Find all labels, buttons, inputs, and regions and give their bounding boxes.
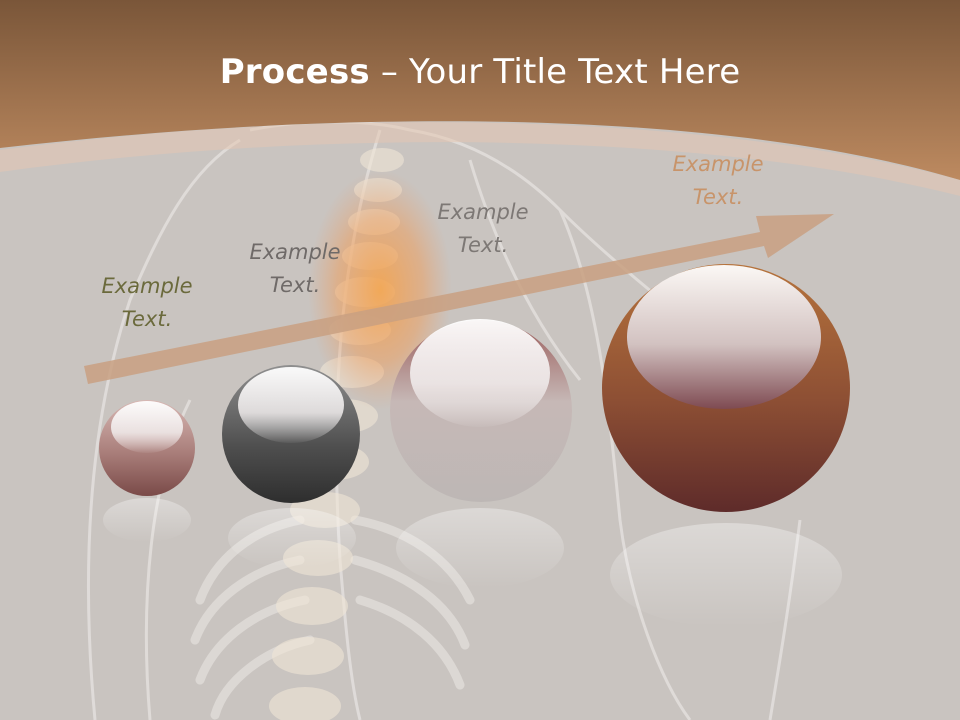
header-band [0, 0, 960, 180]
step-1-label: Example Text. [101, 274, 193, 331]
step-4-label: Example Text. [672, 152, 764, 209]
step-2-label: Example Text. [249, 240, 341, 297]
title-rest: – Your Title Text Here [369, 52, 741, 92]
sphere-4 [602, 264, 850, 512]
sphere-reflections [103, 498, 842, 627]
title-bold: Process [219, 52, 370, 92]
slide-title: Process – Your Title Text Here [0, 52, 960, 92]
header-swoosh [0, 122, 960, 196]
sphere-3 [390, 319, 572, 502]
sphere-1 [99, 400, 195, 496]
sphere-2 [222, 365, 360, 503]
step-3-label: Example Text. [437, 200, 529, 257]
trend-arrow [84, 214, 834, 384]
